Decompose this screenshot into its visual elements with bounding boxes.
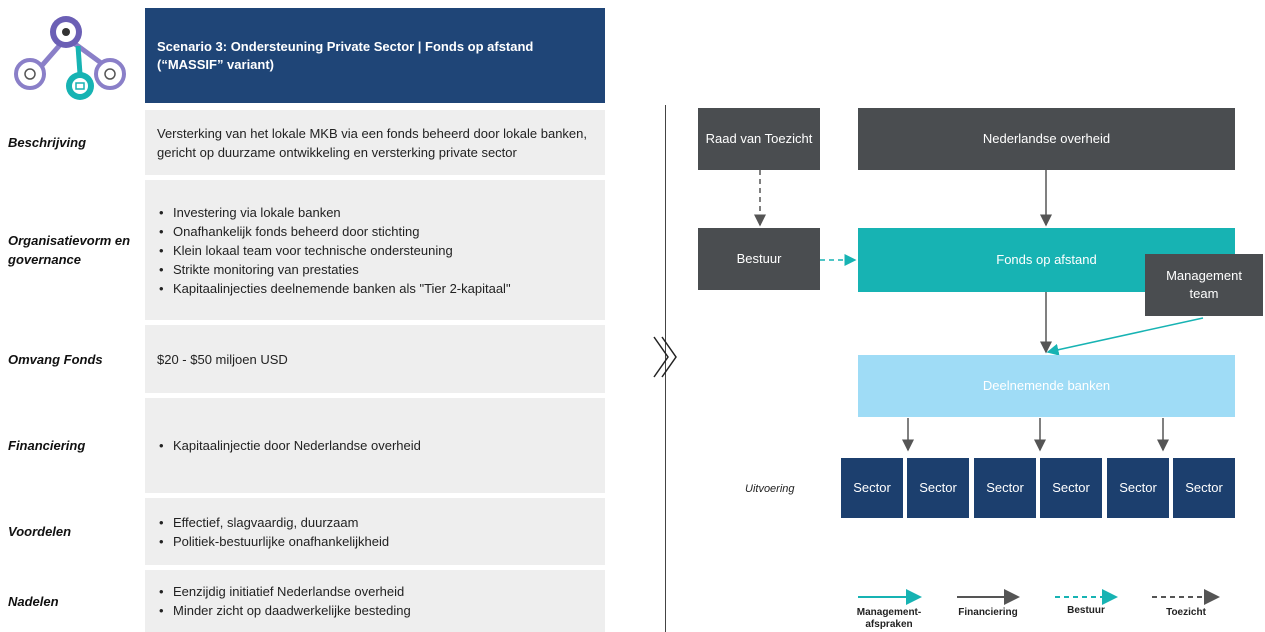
list-item: Effectief, slagvaardig, duurzaam xyxy=(157,513,593,532)
sector-box: Sector xyxy=(907,458,969,518)
list-item: Kapitaalinjectie door Nederlandse overhe… xyxy=(157,436,593,455)
row-content-nadelen: Eenzijdig initiatief Nederlandse overhei… xyxy=(145,570,605,632)
nederlandse-overheid-box: Nederlandse overheid xyxy=(858,108,1235,170)
list-item: Strikte monitoring van prestaties xyxy=(157,260,593,279)
scenario-title: Scenario 3: Ondersteuning Private Sector… xyxy=(145,8,605,103)
scenario-logo-icon xyxy=(14,16,126,100)
voordelen-list: Effectief, slagvaardig, duurzaam Politie… xyxy=(157,513,593,551)
row-content-voordelen: Effectief, slagvaardig, duurzaam Politie… xyxy=(145,498,605,565)
list-item: Onafhankelijk fonds beheerd door stichti… xyxy=(157,222,593,241)
list-item: Eenzijdig initiatief Nederlandse overhei… xyxy=(157,582,593,601)
organisatievorm-list: Investering via lokale banken Onafhankel… xyxy=(157,203,593,298)
sector-box: Sector xyxy=(841,458,903,518)
list-item: Kapitaalinjecties deelnemende banken als… xyxy=(157,279,593,298)
row-label-voordelen: Voordelen xyxy=(8,524,72,539)
row-label-nadelen: Nadelen xyxy=(8,593,59,609)
management-team-box: Management team xyxy=(1145,254,1263,316)
raad-van-toezicht-box: Raad van Toezicht xyxy=(698,108,820,170)
sector-box: Sector xyxy=(974,458,1036,518)
double-chevron-icon xyxy=(653,336,677,378)
legend-management: Management-afspraken xyxy=(856,607,922,630)
uitvoering-label: Uitvoering xyxy=(745,483,795,495)
legend-toezicht: Toezicht xyxy=(1166,607,1206,618)
description-text: Versterking van het lokale MKB via een f… xyxy=(157,125,587,160)
financiering-list: Kapitaalinjectie door Nederlandse overhe… xyxy=(157,436,593,455)
legend-financiering: Financiering xyxy=(958,607,1018,618)
sector-box: Sector xyxy=(1173,458,1235,518)
row-content-omvang: $20 - $50 miljoen USD xyxy=(145,325,605,393)
row-label-omvang: Omvang Fonds xyxy=(8,351,103,367)
legend-bestuur: Bestuur xyxy=(1067,605,1105,616)
list-item: Politiek-bestuurlijke onafhankelijkheid xyxy=(157,532,593,551)
row-label-financiering: Financiering xyxy=(8,438,86,453)
row-content-financiering: Kapitaalinjectie door Nederlandse overhe… xyxy=(145,398,605,493)
sector-box: Sector xyxy=(1040,458,1102,518)
row-content-beschrijving: Versterking van het lokale MKB via een f… xyxy=(145,110,605,175)
nadelen-list: Eenzijdig initiatief Nederlandse overhei… xyxy=(157,582,593,620)
row-label-beschrijving: Beschrijving xyxy=(8,135,87,150)
deelnemende-banken-box: Deelnemende banken xyxy=(858,355,1235,417)
list-item: Klein lokaal team voor technische onders… xyxy=(157,241,593,260)
bestuur-box: Bestuur xyxy=(698,228,820,290)
row-label-organisatievorm: Organisatievorm en governance xyxy=(8,233,131,267)
omvang-text: $20 - $50 miljoen USD xyxy=(157,351,288,367)
list-item: Minder zicht op daadwerkelijke besteding xyxy=(157,601,593,620)
sector-box: Sector xyxy=(1107,458,1169,518)
list-item: Investering via lokale banken xyxy=(157,203,593,222)
vertical-divider xyxy=(665,105,666,632)
row-content-organisatievorm: Investering via lokale banken Onafhankel… xyxy=(145,180,605,320)
